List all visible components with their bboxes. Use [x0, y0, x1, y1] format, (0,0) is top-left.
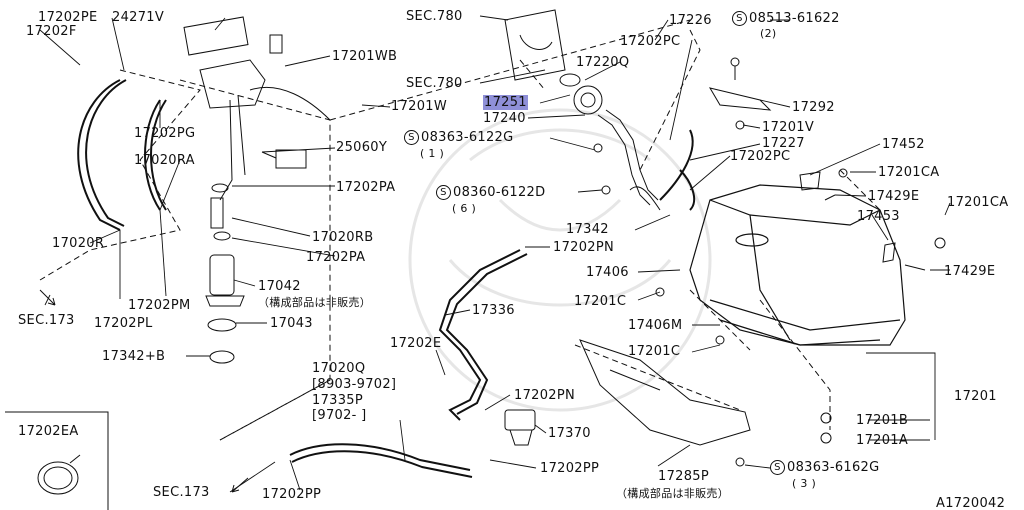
label-17042: 17042 — [258, 279, 301, 294]
label-17202PN-a: 17202PN — [553, 240, 615, 255]
label-17202E: 17202E — [390, 336, 442, 351]
label-17226: 17226 — [669, 13, 712, 28]
label-17201B: 17201B — [856, 413, 909, 428]
label-17370: 17370 — [548, 426, 591, 441]
s-mark-icon: S — [436, 185, 451, 200]
label-17202PP-b: 17202PP — [262, 487, 322, 502]
diagram-id-label: A1720042 — [936, 496, 1006, 510]
label-range-8903-9702: [8903-9702] — [312, 377, 397, 392]
label-17020RA: 17020RA — [134, 153, 195, 168]
label-17202PM: 17202PM — [128, 298, 191, 313]
label-17202PA-a: 17202PA — [336, 180, 396, 195]
label-17202PE: 17202PE — [38, 10, 98, 25]
label-17201C-a: 17201C — [574, 294, 627, 309]
label-17020R: 17020R — [52, 236, 105, 251]
label-17201WB: 17201WB — [332, 49, 398, 64]
label-17406M: 17406M — [628, 318, 683, 333]
label-17202PL: 17202PL — [94, 316, 153, 331]
s-mark-icon: S — [770, 460, 785, 475]
label-sec173-a: SEC.173 — [18, 313, 75, 328]
label-17202F: 17202F — [26, 24, 77, 39]
label-17201V: 17201V — [762, 120, 815, 135]
label-17240: 17240 — [483, 111, 526, 126]
label-17201A: 17201A — [856, 433, 909, 448]
label-08363b-text: 08363-6162G — [787, 460, 880, 475]
label-17227: 17227 — [762, 136, 805, 151]
label-sec780-mid: SEC.780 — [406, 76, 463, 91]
label-08513-text: 08513-61622 — [749, 11, 840, 26]
label-17342-B: 17342+B — [102, 349, 166, 364]
label-17042-note: （構成部品は非販売） — [258, 296, 371, 309]
label-17201W: 17201W — [391, 99, 448, 114]
label-17336: 17336 — [472, 303, 515, 318]
leader-lines — [39, 15, 951, 493]
s-mark-icon: S — [404, 130, 419, 145]
watermark-emblem — [408, 108, 712, 412]
label-17202PN-b: 17202PN — [514, 388, 576, 403]
label-17335P: 17335P — [312, 393, 363, 408]
label-08360-qty: ( 6 ) — [452, 202, 477, 215]
label-17220Q: 17220Q — [576, 55, 630, 70]
label-17043: 17043 — [270, 316, 313, 331]
label-sec173-b: SEC.173 — [153, 485, 210, 500]
label-17202EA: 17202EA — [18, 424, 79, 439]
label-17285P-note: （構成部品は非販売） — [616, 487, 729, 500]
label-17453: 17453 — [857, 209, 900, 224]
heat-shield — [579, 339, 751, 446]
pump-assembly — [183, 16, 331, 364]
label-25060Y: 25060Y — [336, 140, 388, 155]
label-17342: 17342 — [566, 222, 609, 237]
label-17202PA-b: 17202PA — [306, 250, 366, 265]
label-08363a-qty: ( 1 ) — [420, 147, 445, 160]
arrow-sec173-a — [39, 289, 56, 306]
label-17020RB: 17020RB — [312, 230, 374, 245]
label-17292: 17292 — [792, 100, 835, 115]
label-17251-highlight: 17251 — [483, 95, 528, 110]
label-17251: 17251 — [483, 95, 528, 110]
label-17201CA-b: 17201CA — [947, 195, 1009, 210]
label-17406: 17406 — [586, 265, 629, 280]
fuel-tank — [689, 184, 906, 346]
label-17429E-a: 17429E — [868, 189, 920, 204]
s-mark-icon: S — [732, 11, 747, 26]
label-range-9702: [9702- ] — [312, 408, 367, 423]
label-17202PC-a: 17202PC — [620, 34, 681, 49]
label-sec780-top: SEC.780 — [406, 9, 463, 24]
arrow-sec173-b — [231, 477, 249, 493]
label-17202PC-b: 17202PC — [730, 149, 791, 164]
inset-frame — [5, 411, 109, 510]
bolts — [593, 57, 946, 467]
label-17201CA-a: 17201CA — [878, 165, 940, 180]
label-08363b-qty: ( 3 ) — [792, 477, 817, 490]
label-17285P: 17285P — [658, 469, 709, 484]
label-17201C-b: 17201C — [628, 344, 681, 359]
label-08363a-text: 08363-6122G — [421, 130, 514, 145]
filler-neck — [504, 9, 661, 211]
label-17020Q: 17020Q — [312, 361, 366, 376]
label-17201: 17201 — [954, 389, 997, 404]
label-08513-qty: (2) — [760, 27, 777, 40]
vent-hoses — [289, 129, 696, 478]
label-24271V: 24271V — [112, 10, 165, 25]
label-08360-text: 08360-6122D — [453, 185, 546, 200]
label-17202PP-a: 17202PP — [540, 461, 600, 476]
canister — [504, 409, 536, 446]
label-17452: 17452 — [882, 137, 925, 152]
label-17429E-b: 17429E — [944, 264, 996, 279]
label-17202PG: 17202PG — [134, 126, 196, 141]
